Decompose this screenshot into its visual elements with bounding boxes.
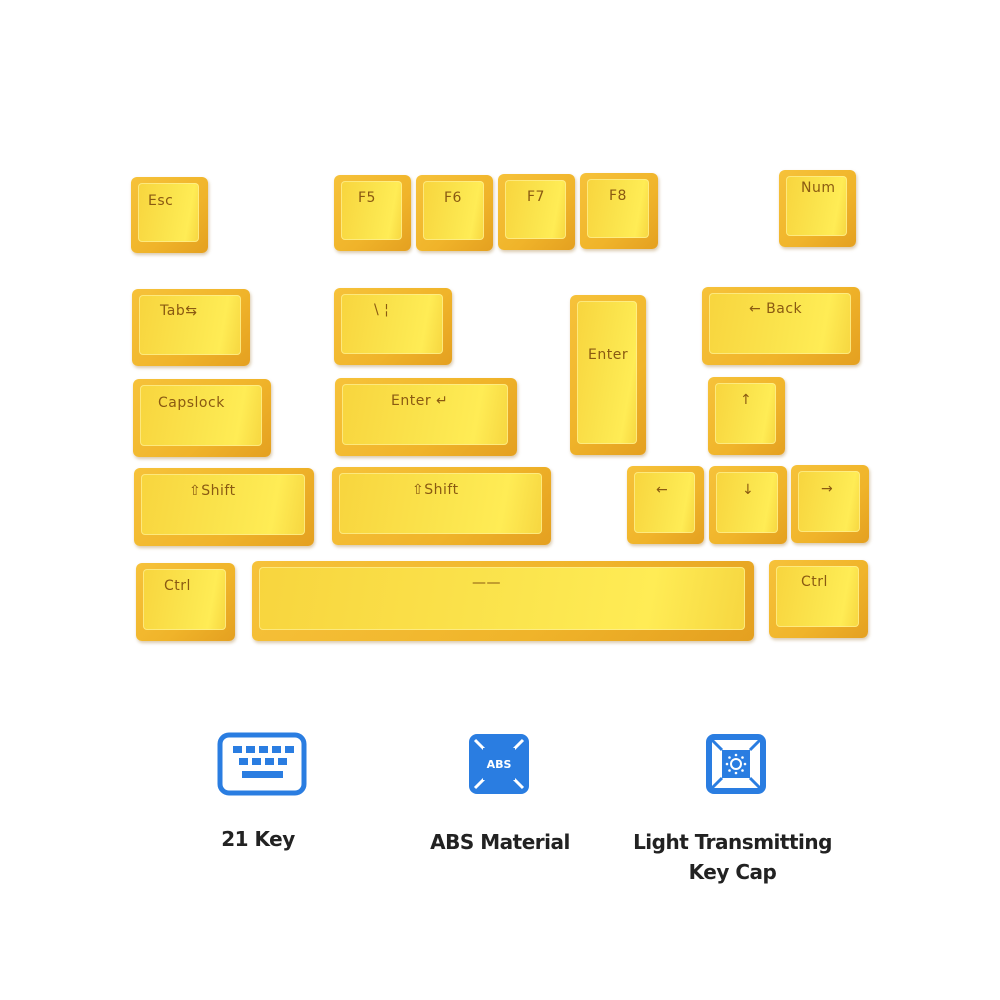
keycap-capslock: Capslock bbox=[133, 379, 271, 457]
feature-21-key: 21 Key bbox=[178, 824, 338, 854]
keycap-left-arrow: ← bbox=[627, 466, 704, 544]
feature-abs-material: ABS Material bbox=[400, 827, 600, 857]
key-legend: Capslock bbox=[158, 395, 225, 411]
feature-title-line1: Light Transmitting bbox=[633, 830, 832, 854]
key-legend: ← Back bbox=[749, 301, 803, 317]
keycap-right-ctrl: Ctrl bbox=[769, 560, 868, 638]
key-legend: Esc bbox=[148, 193, 174, 209]
keycap-esc: Esc bbox=[131, 177, 208, 253]
key-legend: Enter ↵ bbox=[391, 393, 449, 409]
keycap-backslash: \ ¦ bbox=[334, 288, 452, 365]
key-legend: Enter bbox=[588, 347, 629, 363]
key-legend: ↓ bbox=[742, 482, 755, 498]
key-legend: \ ¦ bbox=[374, 302, 390, 318]
feature-light-transmitting: Light Transmitting Key Cap bbox=[610, 827, 855, 887]
key-legend: F7 bbox=[527, 189, 545, 205]
keycap-left-shift: ⇧Shift bbox=[134, 468, 314, 546]
key-legend: F6 bbox=[444, 190, 462, 206]
key-legend: Ctrl bbox=[801, 574, 828, 590]
keycap-f6: F6 bbox=[416, 175, 493, 251]
keycap-back: ← Back bbox=[702, 287, 860, 365]
key-legend: ⇧Shift bbox=[189, 483, 236, 499]
keyboard-icon bbox=[217, 732, 307, 796]
keycap-f7: F7 bbox=[498, 174, 575, 250]
keycap-spacebar: —— bbox=[252, 561, 754, 641]
key-legend: Num bbox=[801, 180, 836, 196]
abs-text: ABS bbox=[487, 758, 512, 771]
key-legend: Tab⇆ bbox=[160, 303, 198, 319]
keycap-num: Num bbox=[779, 170, 856, 247]
keycap-left-ctrl: Ctrl bbox=[136, 563, 235, 641]
key-legend: F8 bbox=[609, 188, 627, 204]
key-legend: ⇧Shift bbox=[412, 482, 459, 498]
keycap-tab: Tab⇆ bbox=[132, 289, 250, 366]
key-legend: ↑ bbox=[740, 392, 753, 408]
feature-title: ABS Material bbox=[430, 830, 570, 854]
feature-title: 21 Key bbox=[221, 827, 295, 851]
keycap-enter-wide: Enter ↵ bbox=[335, 378, 517, 456]
key-legend: —— bbox=[472, 575, 501, 591]
keycap-enter-tall: Enter bbox=[570, 295, 646, 455]
abs-keycap-icon: ABS bbox=[467, 732, 531, 796]
key-legend: F5 bbox=[358, 190, 376, 206]
key-legend: Ctrl bbox=[164, 578, 191, 594]
keycap-right-arrow: → bbox=[791, 465, 869, 543]
keycap-up: ↑ bbox=[708, 377, 785, 455]
keycap-f5: F5 bbox=[334, 175, 411, 251]
key-legend: ← bbox=[656, 482, 669, 498]
light-keycap-icon bbox=[704, 732, 768, 796]
keycap-right-shift: ⇧Shift bbox=[332, 467, 551, 545]
feature-title-line2: Key Cap bbox=[688, 860, 777, 884]
keycap-down-arrow: ↓ bbox=[709, 466, 787, 544]
key-legend: → bbox=[821, 481, 834, 497]
keycap-f8: F8 bbox=[580, 173, 658, 249]
